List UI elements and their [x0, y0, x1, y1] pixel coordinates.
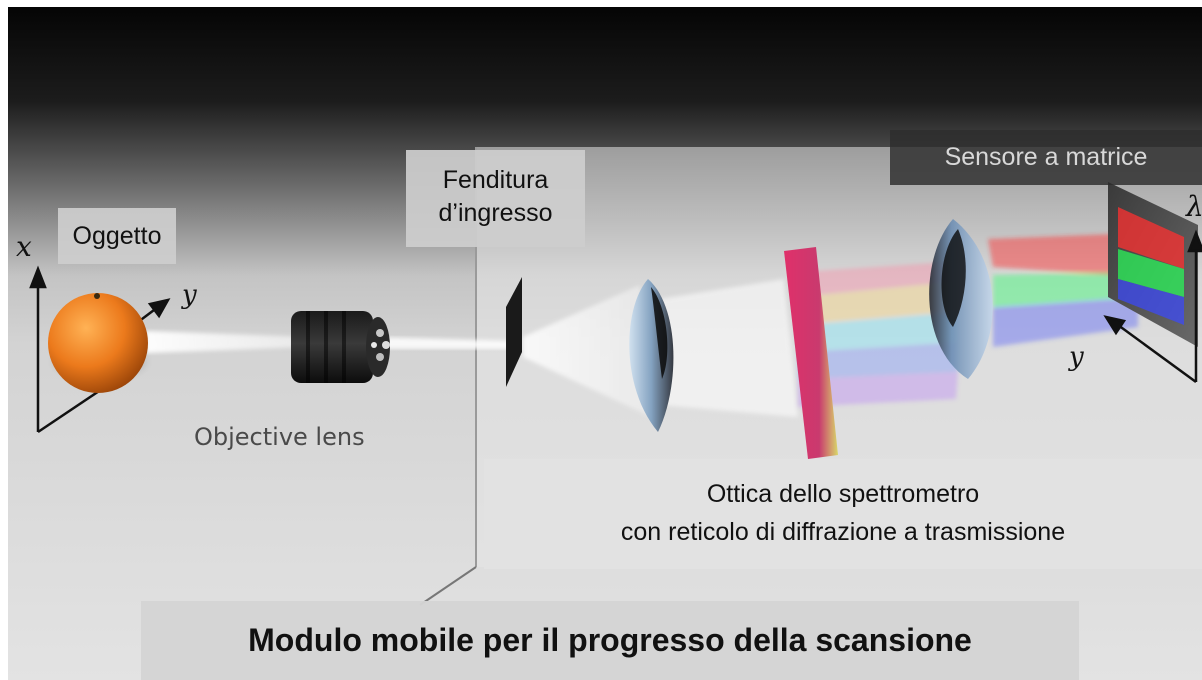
diffraction-grating-icon	[784, 247, 838, 459]
entrance-slit-label: Fenditura d’ingresso	[406, 150, 585, 247]
entrance-slit-label-line1: Fenditura	[442, 166, 549, 194]
spectrometer-label-line2: con reticolo di diffrazione a trasmissio…	[620, 518, 1066, 546]
dispersed-spectrum	[798, 262, 958, 407]
entrance-slit-label-line2: d’ingresso	[438, 199, 553, 227]
spectrometer-label: Ottica dello spettrometro con reticolo d…	[484, 459, 1202, 569]
sensor-axes	[1103, 229, 1202, 384]
collimated-beam	[660, 279, 798, 417]
objective-lens-label: Objective lens	[194, 423, 365, 451]
object-label: Oggetto	[58, 208, 176, 264]
object-y-axis-label: y	[182, 280, 197, 310]
housing-rail	[419, 566, 477, 606]
collimating-lens-icon	[629, 279, 674, 432]
objective-lens-icon	[291, 311, 390, 383]
spectrometer-label-line1: Ottica dello spettrometro	[706, 480, 980, 508]
entrance-slit-icon	[506, 277, 522, 387]
diverging-beam	[523, 285, 656, 419]
orange-object-icon	[48, 293, 148, 393]
diagram-artwork	[29, 147, 1202, 606]
relay-beam	[380, 337, 513, 349]
object-x-axis-label: x	[16, 230, 32, 263]
sensor-lambda-axis-label: λ	[1186, 190, 1202, 223]
input-beam	[146, 331, 308, 353]
sensor-y-axis-label: y	[1069, 342, 1084, 372]
array-sensor-label: Sensore a matrice	[890, 130, 1202, 185]
focusing-lens-icon	[929, 219, 993, 379]
optical-diagram: Oggetto Fenditura d’ingresso Sensore a m…	[8, 7, 1202, 680]
scan-module-label: Modulo mobile per il progresso della sca…	[141, 601, 1079, 680]
array-sensor-icon	[1108, 182, 1198, 347]
focused-beams	[988, 233, 1138, 347]
